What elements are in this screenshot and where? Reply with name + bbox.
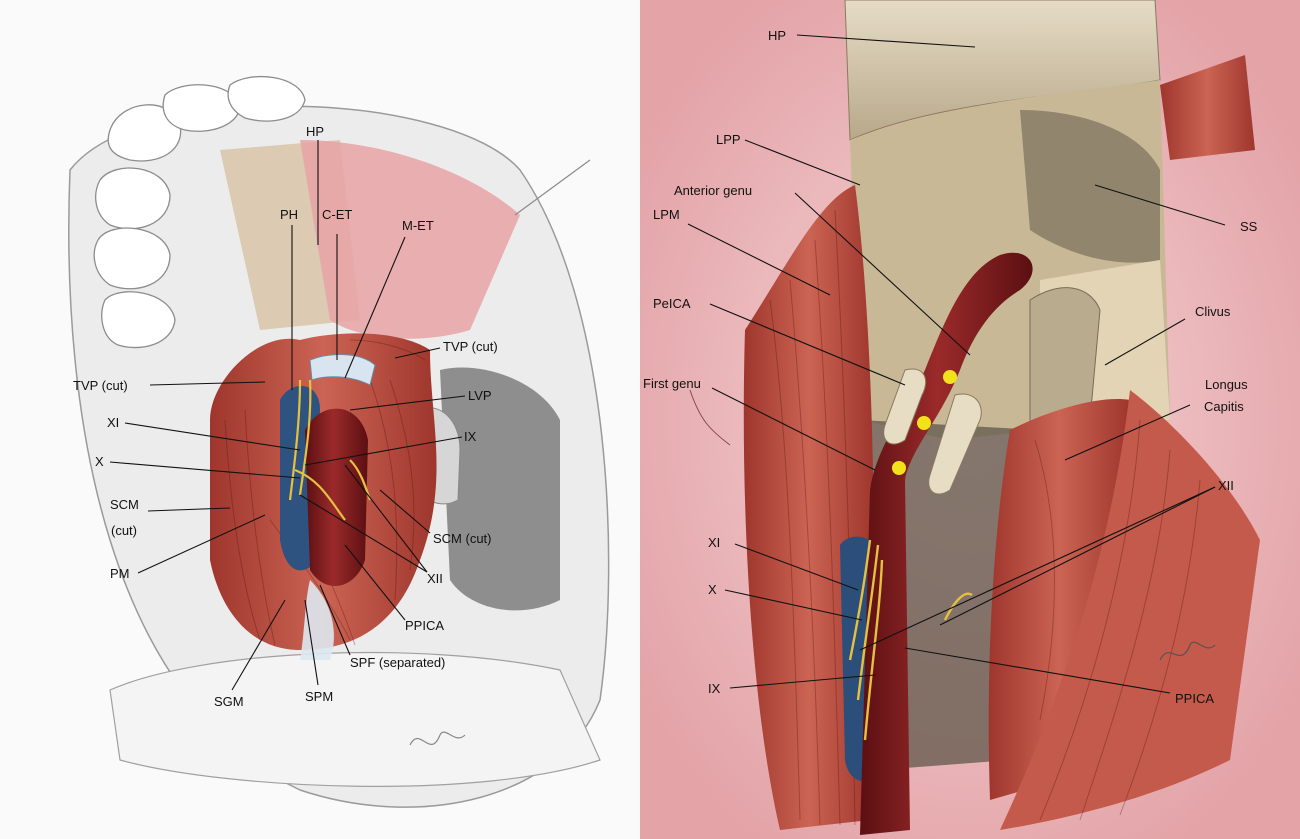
- label-scm-cut-right: SCM (cut): [433, 531, 492, 546]
- lateral-muscle-sheet: [1000, 390, 1260, 830]
- upper-right-muscle-flap: [1160, 55, 1255, 160]
- label-x-left: X: [95, 454, 104, 469]
- petrous-bone-fragment-2: [928, 393, 982, 495]
- label-pm: PM: [110, 566, 130, 581]
- pharyngeal-shadow: [440, 367, 560, 611]
- label-xi-right: XI: [708, 535, 720, 550]
- retracted-soft-palate: [300, 140, 520, 339]
- label-sgm: SGM: [214, 694, 244, 709]
- label-longus-2: Capitis: [1204, 399, 1244, 414]
- label-tvp-cut-left: TVP (cut): [73, 378, 128, 393]
- right-panel: [640, 0, 1300, 839]
- label-m-et: M-ET: [402, 218, 434, 233]
- label-scm-cut-left-1: SCM: [110, 497, 139, 512]
- left-spf-white: [300, 580, 334, 660]
- label-ph-left: PH: [280, 207, 298, 222]
- left-ppica-artery: [305, 408, 368, 587]
- label-ppica-right: PPICA: [1175, 691, 1214, 706]
- marker-dot-1: [943, 370, 957, 384]
- label-first-genu: First genu: [643, 376, 701, 391]
- first-genu-arc: [689, 389, 731, 446]
- label-ppica-left: PPICA: [405, 618, 444, 633]
- left-nerves: [288, 379, 372, 521]
- retractor-line: [514, 159, 591, 216]
- label-lpp: LPP: [716, 132, 741, 147]
- longus-capitis-muscle: [988, 399, 1130, 800]
- label-xii-left: XII: [427, 571, 443, 586]
- right-nerves: [848, 539, 973, 741]
- label-hp-left: HP: [306, 124, 324, 139]
- upper-teeth: [93, 75, 306, 349]
- label-scm-cut-left-2: (cut): [111, 523, 137, 538]
- internal-carotid-artery: [860, 252, 1033, 836]
- marker-dot-2: [917, 416, 931, 430]
- left-panel: [0, 0, 640, 839]
- label-lpm: LPM: [653, 207, 680, 222]
- right-artist-signature: [1159, 641, 1216, 661]
- left-labels: HP PH C-ET M-ET TVP (cut) TVP (cut) LVP …: [73, 124, 498, 709]
- label-ss: SS: [1240, 219, 1258, 234]
- label-hp-right: HP: [768, 28, 786, 43]
- label-tvp-cut-right: TVP (cut): [443, 339, 498, 354]
- left-fascia: [309, 354, 376, 386]
- label-longus-1: Longus: [1205, 377, 1248, 392]
- label-clivus: Clivus: [1195, 304, 1231, 319]
- label-lvp: LVP: [468, 388, 492, 403]
- label-x-right: X: [708, 582, 717, 597]
- left-artist-signature: [409, 731, 466, 746]
- sphenoid-sinus-shadow: [1020, 110, 1160, 263]
- label-spf-separated: SPF (separated): [350, 655, 445, 670]
- label-anterior-genu: Anterior genu: [674, 183, 752, 198]
- right-labels: HP LPP Anterior genu SS LPM PeICA Clivus…: [643, 28, 1258, 706]
- label-xii-right: XII: [1218, 478, 1234, 493]
- label-ix-left: IX: [464, 429, 477, 444]
- lpm-muscle-column: [743, 185, 875, 830]
- label-ix-right: IX: [708, 681, 721, 696]
- marker-dot-3: [892, 461, 906, 475]
- label-spm: SPM: [305, 689, 333, 704]
- lower-lip-outline: [109, 651, 601, 787]
- label-c-et: C-ET: [322, 207, 352, 222]
- label-pelca: PeICA: [653, 296, 691, 311]
- petrous-bone-fragment-1: [883, 368, 927, 445]
- label-xi-left: XI: [107, 415, 119, 430]
